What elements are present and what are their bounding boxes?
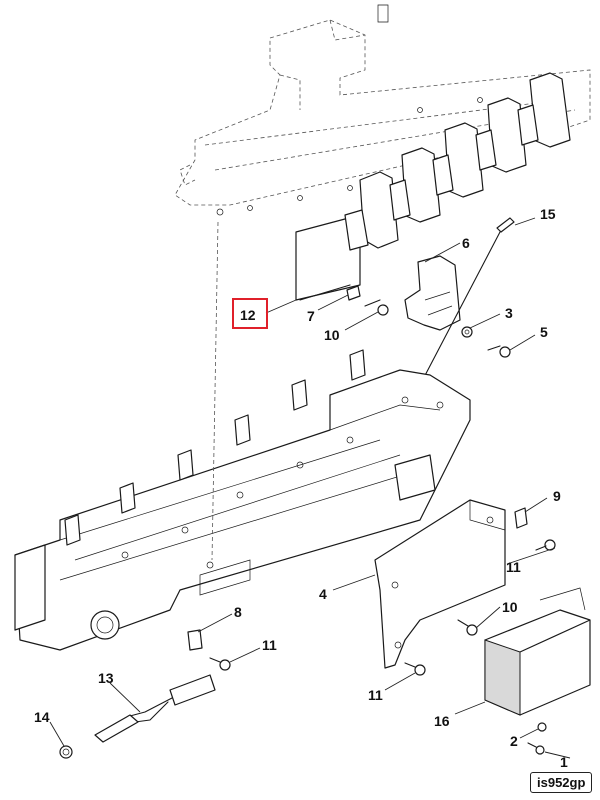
callout-11: 11 (262, 637, 277, 653)
callout-10: 10 (502, 599, 518, 615)
selected-part-highlight[interactable] (232, 298, 268, 329)
callouts: 12 15 6 7 10 3 5 9 11 4 10 8 11 11 13 14… (34, 206, 568, 770)
callout-14: 14 (34, 709, 50, 725)
callout-3: 3 (505, 305, 513, 321)
callout-12: 12 (240, 307, 256, 323)
fastener-hardware (187, 507, 556, 755)
leader-lines (49, 217, 571, 759)
drawing-id-label: is952gp (530, 772, 593, 793)
callout-16: 16 (434, 713, 450, 729)
callout-1: 1 (560, 754, 568, 770)
ignition-coil-row (295, 72, 571, 301)
cylinder-head (14, 349, 471, 651)
control-module (484, 587, 591, 716)
callout-9: 9 (553, 488, 561, 504)
callout-15: 15 (540, 206, 556, 222)
callout-11: 11 (368, 687, 383, 703)
alignment-line (211, 221, 219, 561)
callout-11: 11 (506, 559, 521, 575)
callout-13: 13 (98, 670, 114, 686)
callout-6: 6 (462, 235, 470, 251)
ignition-coil (299, 255, 461, 331)
callout-10: 10 (324, 327, 340, 343)
callout-8: 8 (234, 604, 242, 620)
upper-hardware (346, 217, 515, 386)
callout-4: 4 (319, 586, 327, 602)
callout-2: 2 (510, 733, 518, 749)
callout-7: 7 (307, 308, 315, 324)
mounting-bracket (374, 499, 506, 669)
wiring-harness-sensor (59, 674, 216, 759)
callout-5: 5 (540, 324, 548, 340)
